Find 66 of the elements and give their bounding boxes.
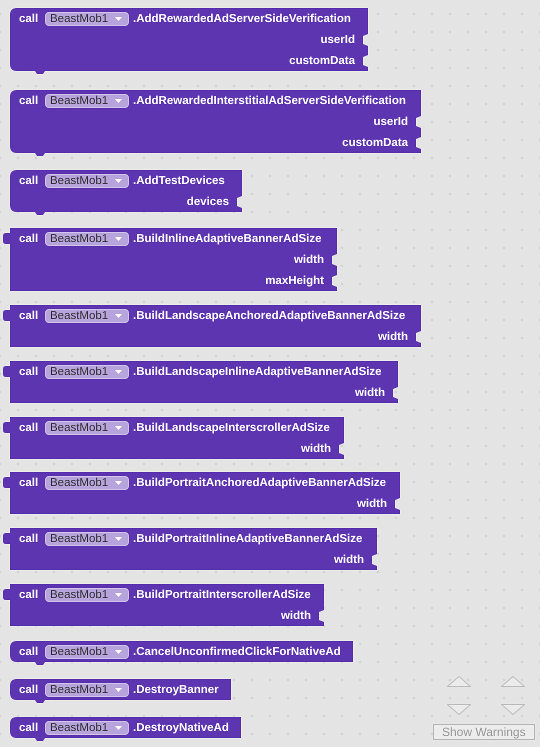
- method-name: .BuildInlineAdaptiveBannerAdSize: [133, 232, 322, 246]
- parameter-label: userId: [320, 33, 355, 47]
- component-dropdown: BeastMob1: [45, 232, 129, 246]
- method-name: .DestroyBanner: [133, 683, 219, 697]
- component-dropdown: BeastMob1: [45, 721, 129, 735]
- parameter-label: width: [356, 497, 387, 511]
- keyword-label: call: [19, 365, 38, 379]
- component-dropdown: BeastMob1: [45, 174, 129, 188]
- method-call-block: [3, 417, 344, 459]
- keyword-label: call: [19, 94, 38, 108]
- keyword-label: call: [19, 588, 38, 602]
- keyword-label: call: [19, 645, 38, 659]
- method-call-block: [10, 90, 421, 156]
- parameter-label: maxHeight: [265, 274, 324, 288]
- method-name: .BuildLandscapeInterscrollerAdSize: [133, 421, 330, 435]
- method-name: .BuildLandscapeAnchoredAdaptiveBannerAdSize: [133, 309, 406, 323]
- parameter-label: width: [378, 330, 408, 344]
- parameter-label: width: [334, 553, 364, 567]
- component-dropdown: BeastMob1: [45, 12, 129, 26]
- keyword-label: call: [19, 476, 38, 490]
- method-name: .BuildPortraitInterscrollerAdSize: [133, 588, 311, 602]
- parameter-label: userId: [373, 115, 408, 129]
- keyword-label: call: [19, 683, 38, 697]
- component-dropdown: BeastMob1: [45, 309, 129, 323]
- method-call-block: [10, 641, 353, 665]
- parameter-label: width: [300, 442, 331, 456]
- method-name: .BuildPortraitInlineAdaptiveBannerAdSize: [133, 532, 362, 546]
- method-name: .CancelUnconfirmedClickForNativeAd: [133, 645, 341, 659]
- component-dropdown: BeastMob1: [45, 365, 129, 379]
- method-name: .DestroyNativeAd: [133, 721, 229, 735]
- component-dropdown: BeastMob1: [45, 683, 129, 697]
- parameter-label: width: [280, 609, 311, 623]
- parameter-label: width: [354, 386, 385, 400]
- method-call-block: [10, 8, 368, 74]
- component-dropdown: BeastMob1: [45, 588, 129, 602]
- keyword-label: call: [19, 12, 38, 26]
- method-call-block: [3, 305, 421, 347]
- keyword-label: call: [19, 232, 38, 246]
- component-dropdown: BeastMob1: [45, 532, 129, 546]
- component-dropdown: BeastMob1: [45, 421, 129, 435]
- parameter-label: customData: [342, 136, 408, 150]
- method-call-block: [10, 679, 231, 703]
- parameter-label: width: [294, 253, 324, 267]
- keyword-label: call: [19, 309, 38, 323]
- keyword-label: call: [19, 721, 38, 735]
- component-dropdown: BeastMob1: [45, 94, 129, 108]
- parameter-label: customData: [289, 54, 355, 68]
- warnings-button: Show Warnings: [433, 724, 535, 740]
- method-name: .BuildLandscapeInlineAdaptiveBannerAdSize: [133, 365, 382, 379]
- method-call-block: [3, 472, 400, 514]
- method-call-block: [3, 584, 324, 626]
- method-name: .BuildPortraitAnchoredAdaptiveBannerAdSize: [133, 476, 386, 490]
- keyword-label: call: [19, 174, 38, 188]
- parameter-label: devices: [186, 195, 229, 209]
- keyword-label: call: [19, 421, 38, 435]
- method-call-block: [3, 528, 377, 570]
- method-name: .AddTestDevices: [133, 174, 225, 188]
- method-call-block: [10, 717, 241, 741]
- method-call-block: [10, 170, 242, 215]
- method-call-block: [3, 361, 398, 403]
- component-dropdown: BeastMob1: [45, 645, 129, 659]
- keyword-label: call: [19, 532, 38, 546]
- method-name: .AddRewardedAdServerSideVerification: [133, 12, 351, 26]
- component-dropdown: BeastMob1: [45, 476, 129, 490]
- method-call-block: [3, 228, 337, 291]
- method-name: .AddRewardedInterstitialAdServerSideVerification: [133, 94, 406, 108]
